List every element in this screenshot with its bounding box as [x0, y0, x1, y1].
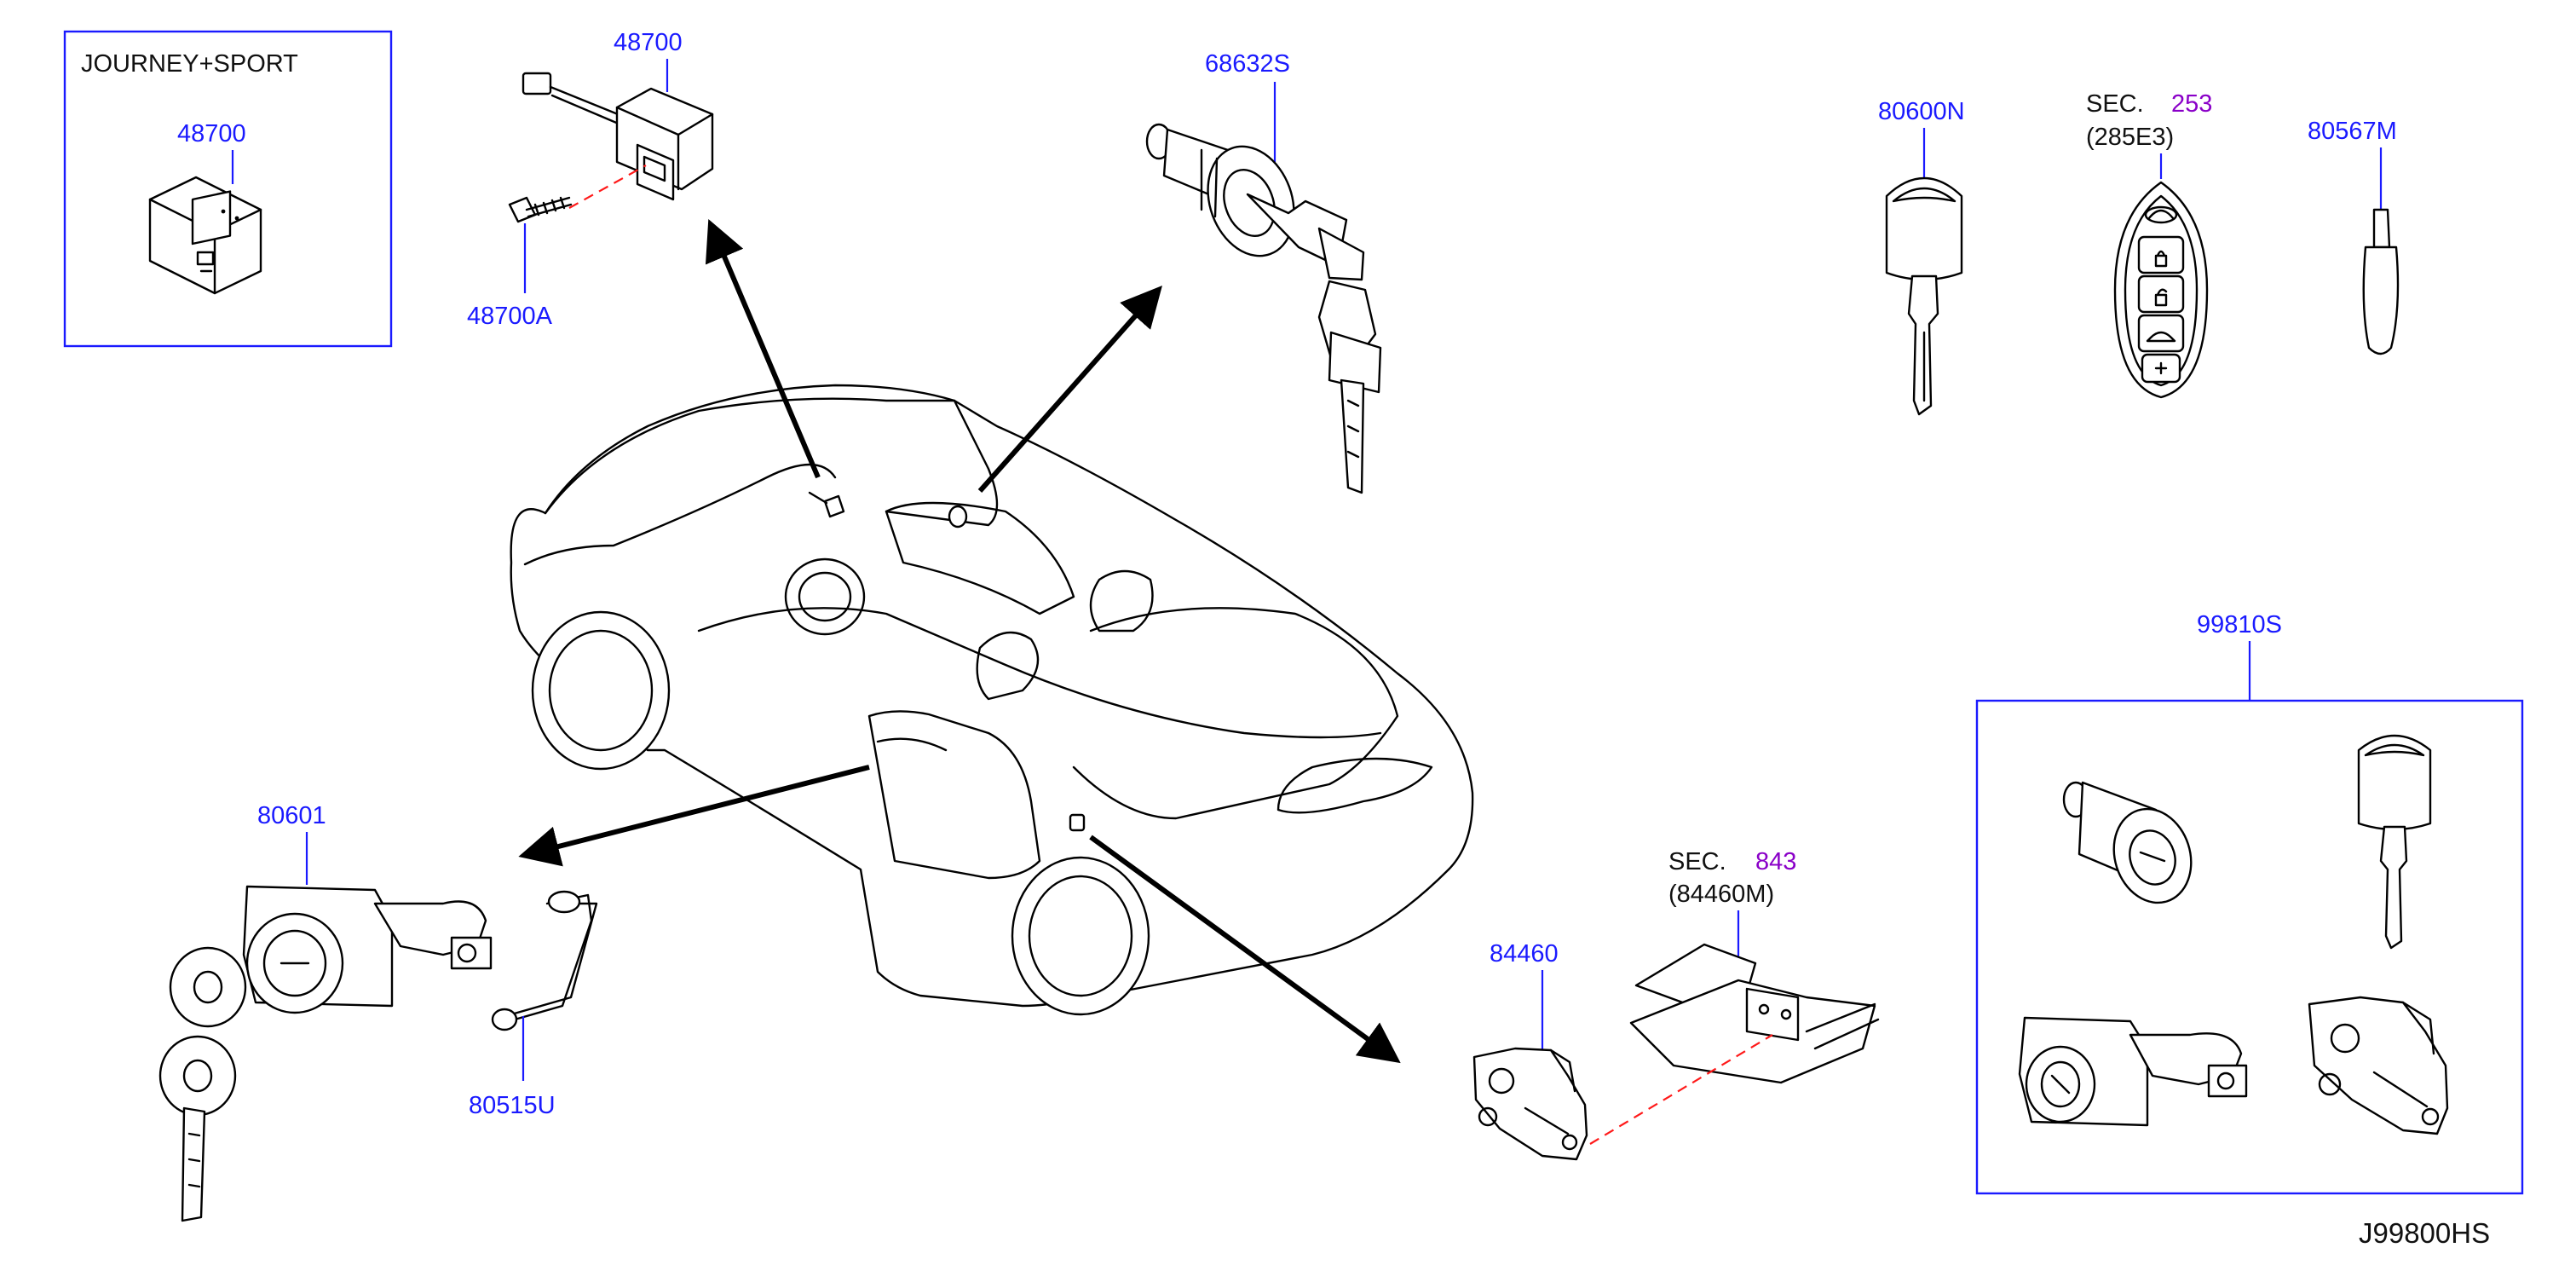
vehicle-unit-mark: [808, 491, 845, 518]
remote-key-callout: SEC. 253 (285E3): [2086, 90, 2212, 399]
key-blank-callout: 80567M: [2308, 118, 2400, 355]
trunk-sec-code: (84460M): [1668, 881, 1774, 908]
master-key-callout: 80600N: [1878, 98, 1965, 416]
lock-rod-part-label[interactable]: 80515U: [469, 1092, 556, 1119]
bolt-part-label[interactable]: 48700A: [467, 303, 553, 330]
remote-key-icon[interactable]: [2113, 181, 2209, 399]
key-blank-part-label[interactable]: 80567M: [2308, 118, 2397, 145]
kit-cylinder-icon[interactable]: [2062, 781, 2203, 913]
master-key-icon[interactable]: [1885, 176, 1963, 416]
journey-sport-box: [63, 30, 393, 348]
door-outline: [867, 710, 1041, 880]
trunk-lid-icon[interactable]: [1629, 943, 1880, 1084]
trunk-lock-location-mark: [1069, 813, 1086, 832]
trunk-sec-number[interactable]: 843: [1755, 848, 1796, 875]
trunk-mating-line: [1589, 1034, 1773, 1145]
bolt-mating-line: [568, 165, 647, 209]
steering-wheel: [784, 557, 866, 636]
remote-sec-code: (285E3): [2086, 124, 2174, 151]
control-unit-alt-icon[interactable]: [148, 176, 262, 295]
journey-sport-group: JOURNEY+SPORT 48700: [63, 30, 393, 348]
seat-1: [976, 631, 1040, 701]
kit-door-lock-icon[interactable]: [2018, 1016, 2248, 1127]
ignition-cylinder-icon[interactable]: [1145, 123, 1309, 268]
rear-wheel: [1011, 856, 1150, 1016]
arrow-to-door-lock: [518, 765, 870, 867]
control-unit-part-label[interactable]: 48700: [614, 29, 683, 56]
kit-box: [1975, 699, 2524, 1195]
key-blank-icon[interactable]: [2362, 208, 2400, 355]
trunk-lock-callout: SEC. 843 (84460M) 84460: [1472, 848, 1880, 1161]
kit-part-label[interactable]: 99810S: [2197, 611, 2282, 638]
journey-sport-part-label[interactable]: 48700: [177, 120, 246, 147]
door-key-icon[interactable]: [158, 946, 247, 1222]
lock-rod-icon[interactable]: [491, 890, 598, 1031]
car-body: [510, 384, 1474, 1008]
rear-spoiler: [1276, 757, 1433, 814]
kit-key-icon[interactable]: [2357, 734, 2432, 950]
windshield-frame: [544, 397, 999, 527]
control-unit-callout: 48700 48700A: [467, 29, 714, 330]
front-wheel: [531, 610, 671, 771]
trunk-sec-prefix: SEC.: [1668, 848, 1726, 875]
arrow-to-trunk-lock: [1089, 835, 1401, 1064]
arrow-to-ignition: [977, 286, 1162, 493]
bolt-icon[interactable]: [508, 196, 573, 223]
rear-deck: [1072, 607, 1399, 820]
door-handle: [876, 737, 948, 752]
door-lock-callout: 80601 80515U: [158, 802, 598, 1222]
ignition-location-mark: [948, 505, 968, 529]
trunk-lock-part-label[interactable]: 84460: [1490, 940, 1559, 968]
trunk-lock-icon[interactable]: [1472, 1047, 1588, 1161]
ignition-callout: 68632S: [1145, 50, 1382, 494]
vehicle-outline: [510, 384, 1474, 1016]
remote-sec-number[interactable]: 253: [2171, 90, 2212, 118]
belt-line: [697, 607, 1382, 739]
journey-sport-title: JOURNEY+SPORT: [81, 50, 298, 78]
seat-2: [1089, 569, 1154, 632]
arrow-to-control-unit: [705, 218, 821, 479]
ignition-key-icon[interactable]: [1246, 193, 1382, 494]
lock-kit-group: 99810S: [1975, 611, 2524, 1195]
kit-trunk-lock-icon[interactable]: [2308, 996, 2449, 1135]
door-lock-part-label[interactable]: 80601: [257, 802, 326, 829]
diagram-code: J99800HS: [2359, 1217, 2490, 1249]
hood-line: [523, 463, 837, 566]
door-lock-icon[interactable]: [242, 885, 493, 1014]
remote-sec-prefix: SEC.: [2086, 90, 2144, 118]
control-unit-icon[interactable]: [522, 72, 714, 201]
ignition-part-label[interactable]: 68632S: [1205, 50, 1290, 78]
dash-panel: [885, 501, 1075, 615]
master-key-part-label[interactable]: 80600N: [1878, 98, 1965, 125]
